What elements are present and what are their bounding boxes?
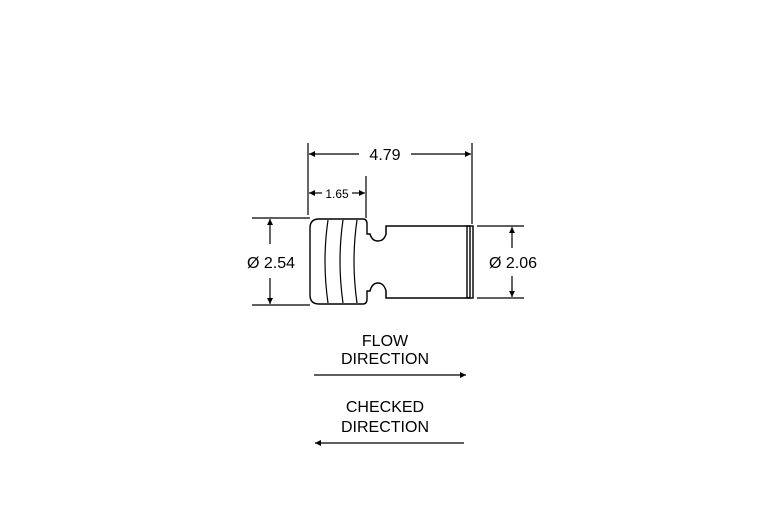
valve-rib-1 bbox=[324, 219, 329, 304]
valve-end-flange bbox=[466, 225, 474, 299]
head-length-dimension: 1.65 bbox=[309, 176, 367, 218]
head-length-label: 1.65 bbox=[325, 187, 349, 201]
flow-label-line2: DIRECTION bbox=[341, 351, 429, 368]
overall-length-label: 4.79 bbox=[369, 147, 400, 164]
body-diameter-dimension: Ø 2.06 bbox=[477, 225, 537, 299]
overall-length-dimension: 4.79 bbox=[307, 143, 473, 224]
checked-label-line2: DIRECTION bbox=[341, 419, 429, 436]
flow-label-line1: FLOW bbox=[362, 333, 409, 350]
valve-rib-2 bbox=[339, 219, 344, 304]
valve-part bbox=[309, 218, 474, 305]
valve-head-outline bbox=[309, 218, 471, 305]
head-diameter-dimension: Ø 2.54 bbox=[247, 217, 310, 306]
head-diameter-label: Ø 2.54 bbox=[247, 255, 295, 272]
valve-rib-3 bbox=[353, 219, 358, 304]
body-diameter-label: Ø 2.06 bbox=[489, 255, 537, 272]
flow-direction: FLOW DIRECTION bbox=[314, 333, 466, 378]
checked-label-line1: CHECKED bbox=[346, 399, 424, 416]
checked-direction: CHECKED DIRECTION bbox=[315, 399, 464, 446]
